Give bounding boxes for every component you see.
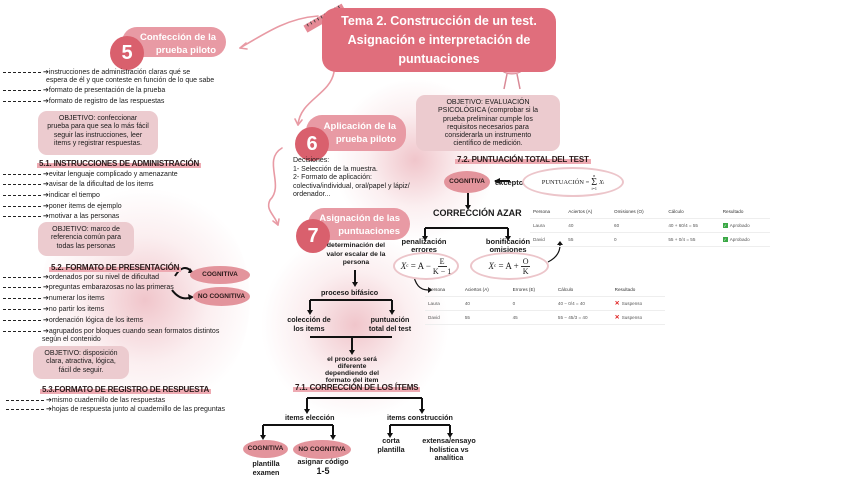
list-item: ➔numerar los items <box>3 295 105 303</box>
list-item: ➔hojas de respuesta junto al cuadernillo… <box>6 406 225 414</box>
list-item: ➔motivar a las personas <box>3 213 119 221</box>
non-cognitive-oval: NO COGNITIVA <box>293 440 351 459</box>
list-item: ➔evitar lenguaje complicado y amenazante <box>3 171 178 179</box>
heading-5-3: 5.3.FORMATO DE REGISTRO DE RESPUESTA <box>40 385 212 394</box>
list-item: ➔indicar el tiempo <box>3 192 100 200</box>
heading-5-1: 5.1. INSTRUCCIONES DE ADMINISTRACIÓN <box>37 159 202 168</box>
title-line: Asignación e interpretación de <box>347 33 531 47</box>
section-title-line: Confección de la <box>139 32 216 43</box>
main-title: Tema 2. Construcción de un test. Asignac… <box>322 8 556 72</box>
list-item: ➔ordenación lógica de los items <box>3 317 143 325</box>
check-icon: ✓ <box>722 237 728 242</box>
check-icon: ✓ <box>722 223 728 228</box>
non-cognitive-oval: NO COGNITIVA <box>193 287 250 306</box>
list-item: ➔no partir los items <box>3 306 104 314</box>
except-label: excepto <box>495 178 524 187</box>
section-7-number: 7 <box>296 219 330 253</box>
decisions-text: Decisiones:1- Selección de la muestra.2-… <box>293 157 410 199</box>
construction-items-label: items construcción <box>387 413 453 422</box>
heading-7-2: 7.2. PUNTUACIÓN TOTAL DEL TEST <box>455 155 591 164</box>
process-label: proceso bifásico <box>321 288 379 297</box>
section-6-number: 6 <box>295 127 329 161</box>
cognitive-oval: COGNITIVA <box>190 266 250 284</box>
chance-correction-label: CORRECCIÓN AZAR <box>433 208 522 218</box>
list-item: ➔formato de presentación de la prueba <box>3 87 165 95</box>
title-line: Tema 2. Construcción de un test. <box>341 14 537 28</box>
list-item-continuation: espera de él y que conteste en función d… <box>46 77 215 84</box>
cross-icon: ✕ <box>614 315 620 321</box>
heading-7-1: 7.1. CORRECCIÓN DE LOS ÍTEMS <box>293 383 421 392</box>
list-item: ➔agrupados por bloques cuando sean forma… <box>3 328 219 336</box>
list-item: ➔avisar de la dificultad de los items <box>3 181 154 189</box>
list-item: ➔formato de registro de las respuestas <box>3 98 164 106</box>
list-item: ➔ordenados por su nivel de dificultad <box>3 274 159 282</box>
choice-items-label: items elección <box>285 413 335 422</box>
heading-5-2: 5.2. FORMATO DE PRESENTACIÓN <box>49 263 182 272</box>
list-item: ➔mismo cuadernillo de las respuestas <box>6 397 165 405</box>
list-item: ➔instrucciones de administración claras … <box>3 69 190 77</box>
cognitive-oval: COGNITIVA <box>243 440 288 458</box>
section-title-line: prueba piloto <box>155 45 216 56</box>
list-item: ➔poner items de ejemplo <box>3 203 122 211</box>
cross-icon: ✕ <box>614 301 620 307</box>
section-5-number: 5 <box>110 36 144 70</box>
list-item-continuation: según el contenido <box>42 336 101 343</box>
list-item: ➔preguntas embarazosas no las primeras <box>3 284 174 292</box>
title-line: puntuaciones <box>398 52 480 66</box>
cognitive-oval: COGNITIVA <box>444 171 490 193</box>
